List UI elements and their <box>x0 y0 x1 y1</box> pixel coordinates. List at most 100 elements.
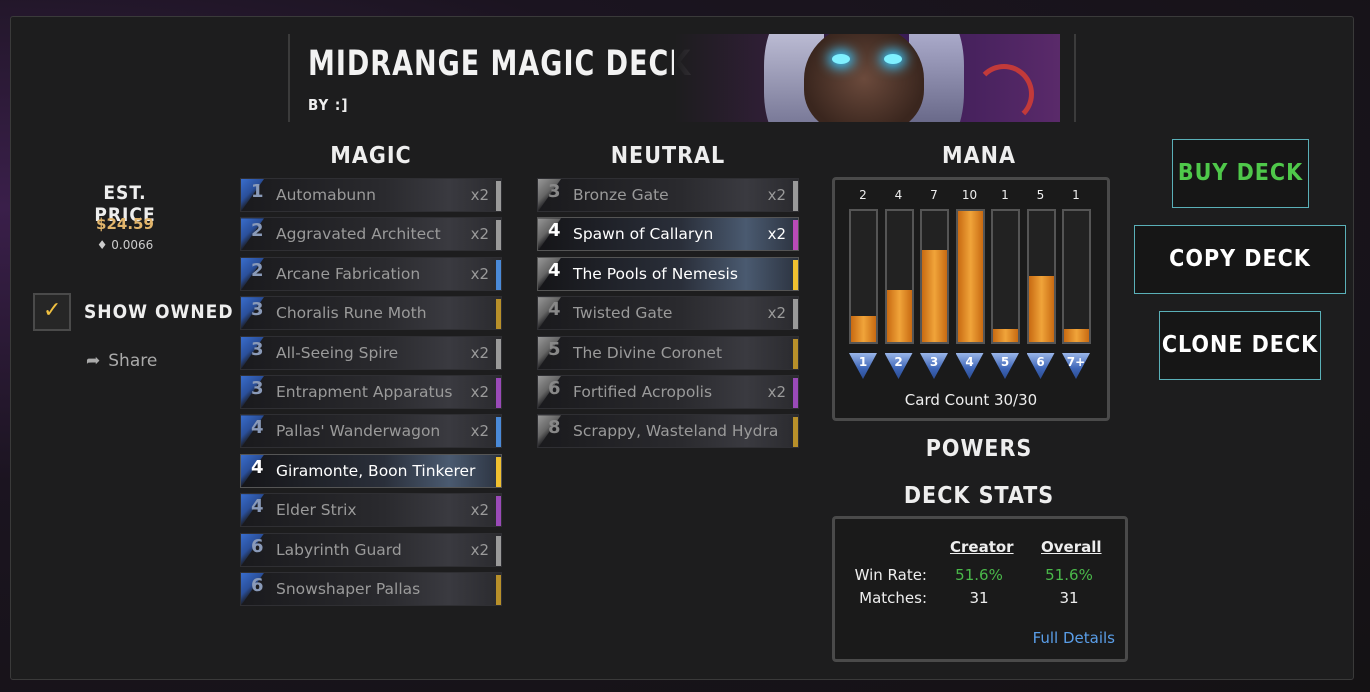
card-row[interactable]: 6 Fortified Acropolis x2 <box>537 374 799 409</box>
card-name: Giramonte, Boon Tinkerer <box>276 461 476 480</box>
card-count: Card Count 30/30 <box>904 391 1038 409</box>
neutral-column-title: NEUTRAL <box>610 143 726 169</box>
clone-deck-button[interactable]: CLONE DECK <box>1159 311 1321 380</box>
mana-count-label: 2 <box>859 188 867 202</box>
rarity-bar <box>496 220 501 251</box>
deck-author: BY :] <box>308 96 349 114</box>
mana-cost-gem-icon[interactable]: 3 <box>920 353 948 379</box>
card-cost: 1 <box>251 181 264 202</box>
mana-bar <box>920 209 949 344</box>
creator-win-rate: 51.6% <box>955 566 1003 584</box>
card-name: Arcane Fabrication <box>276 264 421 283</box>
mana-count-label: 10 <box>961 188 978 202</box>
card-row[interactable]: 4 Giramonte, Boon Tinkerer <box>240 453 502 488</box>
checkmark-icon: ✓ <box>43 298 62 323</box>
card-name: Automabunn <box>276 186 376 204</box>
card-cost: 5 <box>548 338 561 360</box>
est-price-usd: $24.59 <box>96 215 154 233</box>
mana-cost-gem-icon[interactable]: 5 <box>991 353 1019 379</box>
card-quantity: x2 <box>767 382 786 401</box>
deck-stats-box: Creator Overall Win Rate: Matches: 51.6%… <box>832 516 1128 662</box>
card-quantity: x2 <box>470 540 489 559</box>
mana-count-label: 5 <box>1036 188 1045 202</box>
card-cost: 2 <box>251 259 264 281</box>
mana-cost-gem-icon[interactable]: 6 <box>1026 353 1055 379</box>
buy-deck-button[interactable]: BUY DECK <box>1172 139 1309 208</box>
powers-title: POWERS <box>925 436 1033 462</box>
show-owned-checkbox[interactable]: ✓ <box>33 293 71 331</box>
rarity-bar <box>496 181 501 211</box>
mana-bar <box>1026 209 1056 344</box>
card-cost: 8 <box>548 417 561 439</box>
rarity-bar <box>496 535 501 566</box>
rarity-bar <box>793 220 798 251</box>
card-quantity: x2 <box>470 422 489 441</box>
mana-cost-gem-icon[interactable]: 4 <box>955 353 984 379</box>
card-name: Fortified Acropolis <box>573 382 713 401</box>
card-cost: 3 <box>251 377 264 399</box>
mana-bar <box>991 209 1020 344</box>
mana-cost-gem-icon[interactable]: 2 <box>884 353 913 379</box>
full-details-link[interactable]: Full Details <box>1032 629 1115 647</box>
mana-cost-gem-icon[interactable]: 7+ <box>1062 353 1090 379</box>
card-cost: 4 <box>251 456 264 478</box>
mana-cost-label: 6 <box>1036 355 1045 369</box>
rarity-bar <box>793 377 798 408</box>
card-cost: 6 <box>251 535 264 557</box>
card-cost: 4 <box>548 259 561 281</box>
est-price-eth: ♦ 0.0066 <box>96 238 154 252</box>
card-name: Choralis Rune Moth <box>276 304 427 323</box>
mana-bar-fill <box>993 329 1018 342</box>
card-cost: 3 <box>251 338 264 360</box>
matches-label: Matches: <box>859 589 927 607</box>
magic-column-title: MAGIC <box>330 143 412 169</box>
rarity-bar <box>496 574 501 605</box>
mana-bar <box>1062 209 1091 344</box>
card-name: Entrapment Apparatus <box>276 382 453 401</box>
card-cost: 4 <box>251 417 264 439</box>
mana-cost-label: 2 <box>894 355 903 369</box>
creator-matches: 31 <box>969 589 989 607</box>
card-row[interactable]: 3 Choralis Rune Moth <box>240 296 502 331</box>
card-cost: 6 <box>548 377 561 399</box>
rarity-bar <box>793 299 798 330</box>
show-owned-label[interactable]: SHOW OWNED <box>84 301 234 323</box>
share-arrow-icon: ➦ <box>86 351 101 371</box>
rarity-bar <box>496 377 501 408</box>
est-price-label: EST. PRICE <box>94 182 156 226</box>
copy-deck-code-button[interactable]: COPY DECK CODE <box>1134 225 1346 339</box>
rarity-bar <box>496 496 501 527</box>
card-cost: 4 <box>548 220 561 242</box>
deck-header: MIDRANGE MAGIC DECK BY :] <box>288 34 1076 122</box>
mana-bar-fill <box>851 316 876 342</box>
rarity-bar <box>496 299 501 330</box>
hero-portrait-image <box>674 34 1060 122</box>
rarity-bar <box>496 338 501 369</box>
mana-bar-fill <box>1064 329 1089 342</box>
mana-cost-label: 3 <box>929 355 939 369</box>
share-link[interactable]: ➦Share <box>86 351 158 371</box>
card-quantity: x2 <box>767 304 786 323</box>
rarity-bar <box>793 181 798 211</box>
card-cost: 3 <box>251 299 264 321</box>
card-name: Aggravated Architect <box>276 225 441 244</box>
mana-cost-gem-icon[interactable]: 1 <box>849 353 877 379</box>
